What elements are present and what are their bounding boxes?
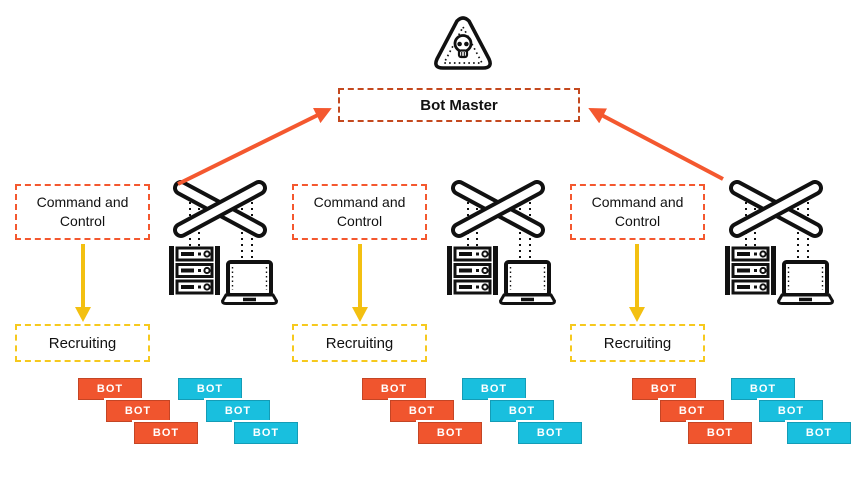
recruiting-box-1: Recruiting <box>15 324 150 362</box>
bot-stack-cyan-2: BOT BOT BOT <box>462 378 584 446</box>
command-control-label: Command and Control <box>591 194 684 229</box>
yellow-arrow-to-recruiting-3 <box>629 244 645 322</box>
bot-node: BOT <box>362 378 426 400</box>
network-cluster-1 <box>168 180 278 305</box>
command-control-box-1: Command and Control <box>15 184 150 240</box>
command-control-label: Command and Control <box>36 194 129 229</box>
recruiting-label: Recruiting <box>48 334 117 352</box>
command-control-label: Command and Control <box>313 194 406 229</box>
recruiting-box-3: Recruiting <box>570 324 705 362</box>
bot-node: BOT <box>206 400 270 422</box>
bot-node: BOT <box>632 378 696 400</box>
bot-stack-orange-1: BOT BOT BOT <box>78 378 200 446</box>
bot-node: BOT <box>759 400 823 422</box>
skull-warning-triangle-icon <box>434 16 492 70</box>
recruiting-box-2: Recruiting <box>292 324 427 362</box>
bot-node: BOT <box>178 378 242 400</box>
yellow-arrow-to-recruiting-2 <box>352 244 368 322</box>
bot-stack-cyan-3: BOT BOT BOT <box>731 378 853 446</box>
bot-stack-orange-2: BOT BOT BOT <box>362 378 484 446</box>
bot-master-box: Bot Master <box>338 88 580 122</box>
command-control-box-2: Command and Control <box>292 184 427 240</box>
bot-stack-cyan-1: BOT BOT BOT <box>178 378 300 446</box>
yellow-arrow-to-recruiting-1 <box>75 244 91 322</box>
bot-node: BOT <box>688 422 752 444</box>
bot-node: BOT <box>234 422 298 444</box>
bot-master-label: Bot Master <box>420 96 498 114</box>
network-cluster-2 <box>446 180 556 305</box>
bot-node: BOT <box>134 422 198 444</box>
bot-node: BOT <box>660 400 724 422</box>
bot-stack-orange-3: BOT BOT BOT <box>632 378 754 446</box>
network-cluster-3 <box>724 180 834 305</box>
recruiting-label: Recruiting <box>603 334 672 352</box>
bot-node: BOT <box>731 378 795 400</box>
bot-node: BOT <box>462 378 526 400</box>
bot-node: BOT <box>390 400 454 422</box>
recruiting-label: Recruiting <box>325 334 394 352</box>
bot-node: BOT <box>78 378 142 400</box>
orange-arrow-right-to-bot-master <box>588 108 724 181</box>
bot-node: BOT <box>106 400 170 422</box>
orange-arrow-left-to-bot-master <box>177 108 332 186</box>
bot-node: BOT <box>490 400 554 422</box>
bot-node: BOT <box>418 422 482 444</box>
bot-node: BOT <box>518 422 582 444</box>
bot-node: BOT <box>787 422 851 444</box>
command-control-box-3: Command and Control <box>570 184 705 240</box>
